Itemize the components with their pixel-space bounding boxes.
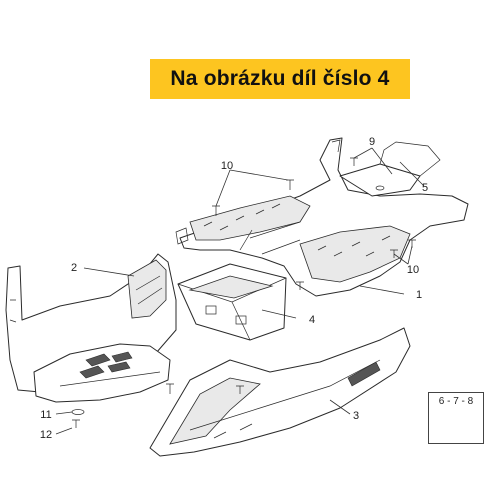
part-5-top-cover — [339, 141, 441, 197]
callout-2: 2 — [70, 262, 78, 274]
callout-11: 11 — [40, 409, 52, 421]
callout-9: 9 — [368, 136, 376, 148]
inset-detail-box: 6 - 7 - 8 — [428, 392, 484, 444]
callout-12: 12 — [39, 429, 53, 441]
part-number-banner: Na obrázku díl číslo 4 — [150, 59, 410, 99]
callout-10-top: 10 — [220, 160, 234, 172]
part-4-storage-box — [177, 263, 287, 341]
callout-10-right: 10 — [406, 264, 420, 276]
leader-lines — [55, 147, 425, 435]
part-3-belly-pan — [149, 327, 411, 457]
inset-label: 6 - 7 - 8 — [438, 396, 474, 407]
callout-3: 3 — [352, 410, 360, 422]
callout-4: 4 — [308, 314, 316, 326]
callout-5: 5 — [421, 182, 429, 194]
part-1-footboard — [175, 137, 469, 297]
lower-fairing — [33, 343, 171, 403]
callout-1: 1 — [415, 289, 423, 301]
banner-text: Na obrázku díl číslo 4 — [170, 67, 390, 90]
